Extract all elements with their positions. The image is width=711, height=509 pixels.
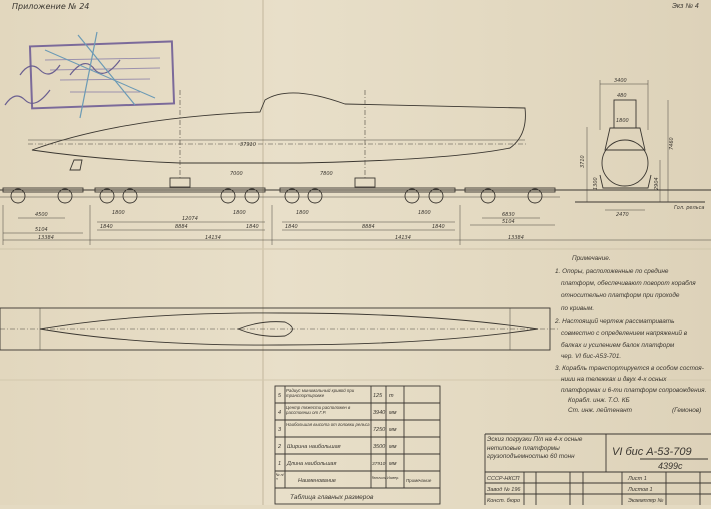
- org-ministry: СССР-НКСП: [487, 476, 520, 482]
- cross-section-view: 3400 480 1800 7460 3710 2904 1300 2470 Г…: [575, 78, 705, 218]
- org-factory: Завод № 196: [487, 487, 521, 493]
- dim-total-3: 14134: [395, 235, 411, 241]
- table-cell: 37910: [372, 461, 386, 467]
- dim-height-left: 3710: [580, 155, 586, 168]
- table-cell: Наибольшая высота от головки рельса: [286, 422, 370, 427]
- signature-name: (Гемонов): [672, 407, 701, 414]
- dim-support-2: 7800: [320, 171, 333, 177]
- dim-height-axis: 2904: [654, 177, 660, 190]
- dim-segment: 8884: [175, 224, 188, 230]
- rail-head-label: Гол. рельса: [674, 205, 704, 211]
- table-cell: 1: [278, 461, 281, 467]
- table-cell: 3940: [373, 410, 386, 416]
- note-line: 1. Опоры, расположенные по средине: [555, 267, 669, 275]
- note-line: платформ, обеспечивают поворот корабля: [561, 279, 696, 287]
- dim-segment: 1840: [285, 224, 298, 230]
- signature-role: Ст. инж. лейтенант: [568, 406, 633, 414]
- dim-tower-width: 480: [617, 93, 627, 99]
- note-line: ниии на тележках и двух 4-х осных: [561, 375, 667, 383]
- dim-bogie-6: 6830: [502, 212, 515, 218]
- dim-total-1: 13384: [38, 235, 54, 241]
- drawing-sub-number: 4399с: [658, 461, 683, 471]
- main-dimensions-table: 5 Радиус минимальный кривой при транспор…: [274, 385, 441, 505]
- approval-stamp: [4, 31, 176, 119]
- org-bureau: Конст. бюро: [487, 498, 520, 504]
- note-line: совместно с определением напряжений в: [561, 329, 688, 337]
- dim-base-width: 2470: [616, 212, 629, 218]
- note-line: платформах и 6-ти платформ сопровождения…: [561, 386, 706, 394]
- dim-segment: 1840: [246, 224, 259, 230]
- dim-bogie-5: 1800: [418, 210, 431, 216]
- note-line: балках и усилением балок платформ: [561, 341, 675, 349]
- dim-hull-length: 37910: [240, 142, 256, 148]
- dim-total-2: 14134: [205, 235, 221, 241]
- sheet-count: Листов 1: [627, 487, 653, 493]
- table-cell: мм: [389, 410, 397, 416]
- table-cell: 5: [278, 393, 282, 399]
- dim-tower-base: 1800: [616, 118, 629, 124]
- table-cell: 4: [278, 410, 281, 416]
- dim-section-width: 3400: [614, 78, 627, 84]
- sheet-number: Лист 1: [627, 476, 647, 482]
- note-line: чер. VI бис-А53-701.: [561, 352, 621, 360]
- table-header: Величина: [371, 476, 387, 480]
- table-cell: 125: [373, 393, 383, 399]
- copy-number: Экз № 4: [672, 3, 699, 10]
- table-cell: 7250: [373, 427, 386, 433]
- table-cell: Длина наибольшая: [286, 461, 336, 467]
- table-cell: мм: [389, 461, 397, 467]
- notes-block: Примечание. 1. Опоры, расположенные по с…: [554, 255, 706, 414]
- dim-bogie-1: 4500: [35, 212, 48, 218]
- table-cell: 2: [277, 444, 281, 450]
- table-cell: мм: [389, 444, 397, 450]
- dim-segment: 1840: [100, 224, 113, 230]
- table-cell: m: [389, 393, 394, 399]
- dim-platform-2: 12074: [182, 216, 198, 222]
- drawing-number: VI бис А-53-709: [612, 446, 692, 458]
- dim-bogie-4: 1800: [296, 210, 309, 216]
- dim-platform-3: 5104: [502, 219, 515, 225]
- title-block: Эскиз погрузки П/л на 4-х осные нетиповы…: [484, 433, 711, 505]
- table-cell: Центр тяжести расположен в расстоянии от…: [286, 405, 351, 415]
- dim-bogie-3: 1800: [233, 210, 246, 216]
- table-cell: 3: [278, 427, 282, 433]
- table-header: Измер.: [387, 476, 400, 480]
- table-cell: Радиус минимальный кривой при транспорти…: [286, 388, 355, 398]
- table-cell: 3500: [373, 444, 386, 450]
- dim-segment: 1840: [432, 224, 445, 230]
- table-header: Наименование: [298, 478, 336, 484]
- railcar-platforms: 4500 1800 1800 1800 1800 6830 5104 12074…: [0, 187, 711, 245]
- dim-platform-1: 5104: [35, 227, 48, 233]
- dim-segment: 8884: [362, 224, 375, 230]
- dim-deck: 1300: [593, 177, 599, 190]
- note-line: по кривым.: [561, 305, 594, 312]
- copy-info: Экземпляр №: [628, 498, 663, 504]
- signature-org: Корабл. инж. Т.О. КБ: [568, 396, 630, 404]
- table-cell: мм: [389, 427, 397, 433]
- submarine-side-view: 37910 7000 7800: [28, 90, 528, 188]
- appendix-label: Приложение № 24: [12, 2, 89, 11]
- dim-total-4: 13384: [508, 235, 524, 241]
- note-line: 3. Корабль транспортируется в особом сос…: [555, 364, 704, 372]
- submarine-plan-view: [0, 307, 560, 351]
- note-line: 2. Настоящий чертеж рассматривать: [554, 317, 675, 325]
- table-header: Примечание: [406, 478, 432, 483]
- table-cell: Ширина наибольшая: [287, 444, 341, 450]
- table-header: № п/п: [275, 473, 284, 482]
- dim-bogie-2: 1800: [112, 210, 125, 216]
- dim-height-total: 7460: [669, 137, 675, 150]
- dim-support-1: 7000: [230, 171, 243, 177]
- drawing-title: Эскиз погрузки П/л на 4-х осные нетиповы…: [487, 436, 583, 460]
- note-line: относительно платформ при проходе: [561, 291, 680, 299]
- table-caption: Таблица главных размеров: [290, 493, 374, 501]
- notes-title: Примечание.: [572, 255, 611, 262]
